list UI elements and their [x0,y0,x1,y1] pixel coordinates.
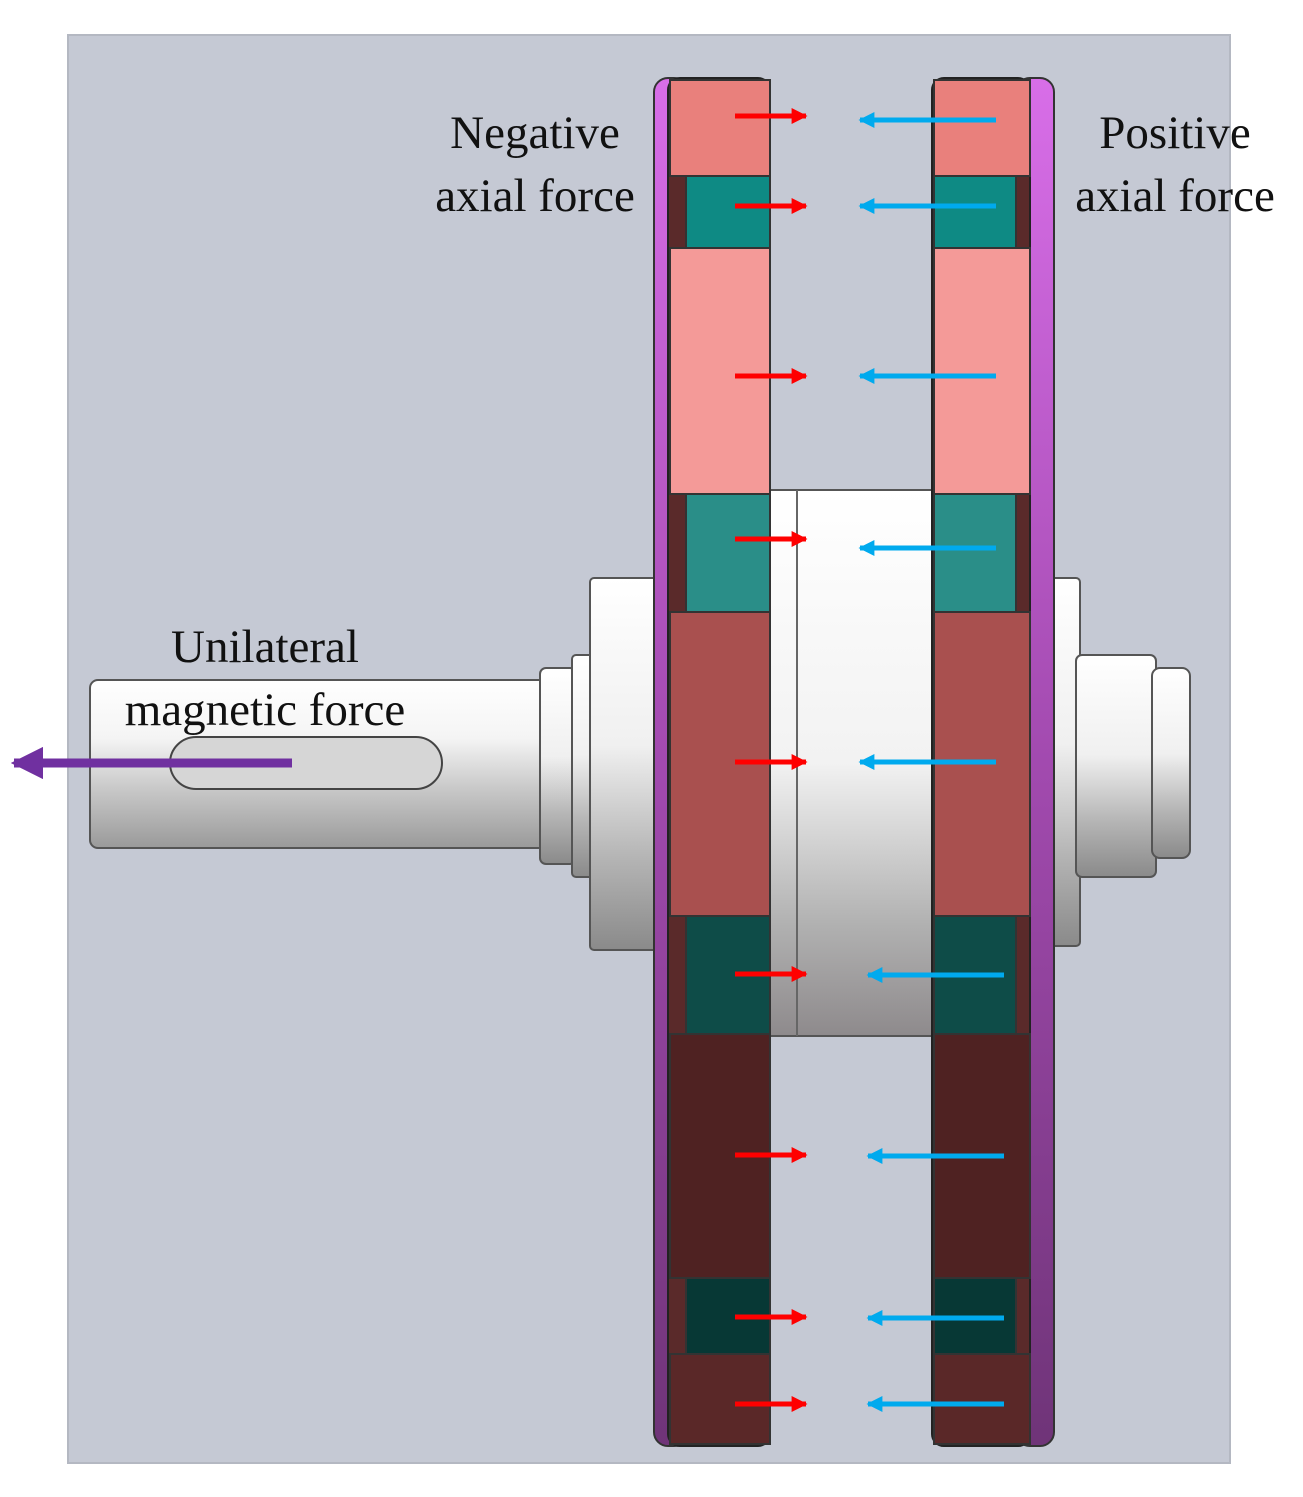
negative-label-line2: axial force [435,170,635,223]
magnet-red [669,79,771,177]
left-hub [589,577,659,951]
positive-label-line2: axial force [1075,170,1275,223]
negative-label-line1: Negative [450,107,620,159]
magnet-red [933,79,1031,177]
magnet-red [933,247,1031,495]
positive-axial-force-label: Positive axial force [1050,102,1300,229]
magnet-red [933,1353,1031,1445]
magnet-teal [685,493,771,613]
negative-axial-force-label: Negative axial force [405,102,665,229]
unilateral-label-line2: magnetic force [124,684,406,737]
magnet-teal [933,493,1017,613]
magnet-teal [685,175,771,249]
magnet-teal [933,175,1017,249]
right-shaft [1049,577,1191,947]
unilateral-magnetic-force-label: Unilateral magnetic force [95,616,435,743]
left-shaft [89,577,659,951]
positive-force-arrows [858,111,1004,1413]
positive-label-line1: Positive [1099,107,1251,159]
negative-force-arrows [735,107,808,1413]
unilateral-label-line1: Unilateral [171,621,359,673]
magnet-red [669,1353,771,1445]
magnet-red [669,247,771,495]
